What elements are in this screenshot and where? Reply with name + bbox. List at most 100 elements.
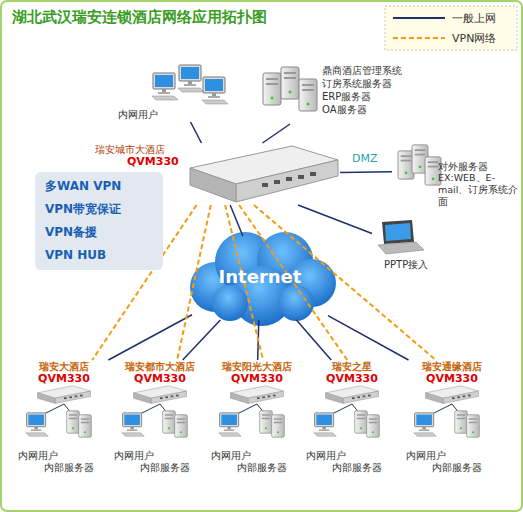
router-port: [262, 183, 268, 187]
router-side: [190, 168, 236, 202]
server-label: 内部服务器: [44, 462, 94, 475]
server-label: 内部服务器: [432, 462, 482, 475]
legend-entry: VPN网络: [452, 31, 496, 46]
server-label: 内部服务器: [140, 462, 190, 475]
feature-box: 多WAN VPNVPN带宽保证VPN备援VPN HUB: [35, 172, 163, 270]
legend-line-dashed: [393, 37, 445, 39]
internet-cloud: [190, 232, 336, 326]
node-title: 多WAN VPN: [45, 180, 121, 193]
network-link: [230, 205, 243, 236]
branch-site: [26, 386, 92, 437]
server-icon: [367, 415, 380, 437]
router-device: 瑞安之星QVM330: [304, 360, 400, 408]
router-icon: [133, 386, 186, 404]
node-text: VPN带宽保证: [45, 203, 121, 216]
device-label: 内网用户: [306, 450, 346, 463]
internet-cloud: Internet: [192, 236, 328, 320]
network-link: [183, 320, 221, 360]
branch-site: [122, 386, 188, 437]
node-text: QVM330: [127, 155, 179, 168]
server-icon: [163, 411, 176, 433]
legend-text: VPN网络: [452, 32, 496, 45]
device-label: 内网用户: [114, 450, 154, 463]
server-group: 鼎商酒店管理系统 订房系统服务器 ERP服务器 OA服务器: [258, 62, 412, 124]
server-icon: [260, 411, 273, 433]
pc-icon: [178, 65, 204, 92]
core-servers: [263, 67, 317, 111]
node-text: QVM330: [304, 372, 400, 385]
network-link: [298, 205, 372, 233]
pc-icon: [219, 413, 242, 436]
server-icon: [272, 415, 285, 437]
network-link: [191, 122, 202, 143]
server-group: 对外服务器EX:WEB、E-mail、订房系统介面: [392, 142, 520, 200]
router-icon: [230, 386, 283, 404]
router-device: 瑞安通缘酒店QVM330: [404, 360, 500, 408]
server-icon: [281, 67, 299, 99]
laptop-base: [378, 242, 424, 254]
vpn-link: [177, 205, 211, 360]
node-title: 瑞安城市大酒店: [95, 143, 165, 156]
router-icon: [37, 386, 90, 404]
server-icon: [398, 151, 414, 179]
server-icon: [467, 415, 480, 437]
core-router: [190, 146, 338, 202]
node-title: 对外服务器: [438, 160, 488, 173]
legend-line-solid: [393, 17, 445, 19]
pc-icon: [414, 413, 437, 436]
server-icon: [355, 411, 368, 433]
server-icon: [79, 415, 92, 437]
network-link: [258, 320, 259, 360]
node-title: 瑞安阳光大酒店: [209, 360, 305, 373]
network-link: [296, 320, 331, 360]
router-icon: [425, 386, 478, 404]
router-device: 瑞安都市大酒店QVM330: [112, 360, 208, 408]
laptop-display: [385, 223, 411, 241]
router-port: [310, 172, 316, 176]
device-label: 内网用户: [18, 450, 58, 463]
branch-site: [414, 386, 480, 437]
server-icon: [67, 411, 80, 433]
laptop: [378, 220, 424, 254]
server-icon: [175, 415, 188, 437]
node-text: EX:WEB、E-mail、订房系统介面: [438, 172, 520, 208]
node-title: 瑞安大酒店: [16, 360, 112, 373]
node-text: VPN备援: [45, 226, 97, 239]
network-link: [262, 124, 290, 143]
router-device: 瑞安阳光大酒店QVM330: [209, 360, 305, 408]
laptop-client: PPTP接入: [372, 218, 432, 272]
top-users-pcs: [152, 65, 228, 104]
node-text: QVM330: [16, 372, 112, 385]
router-icon: [325, 386, 378, 404]
node-title: 瑞安都市大酒店: [112, 360, 208, 373]
router-port: [274, 180, 280, 184]
node-text: QVM330: [112, 372, 208, 385]
server-label: 内部服务器: [237, 462, 287, 475]
laptop-screen: [382, 220, 414, 244]
pc-icon: [314, 413, 337, 436]
server-label: 内部服务器: [332, 462, 382, 475]
pc-icon: [152, 73, 178, 100]
router-port: [298, 175, 304, 179]
server-icon: [263, 73, 281, 105]
branch-site: [314, 386, 380, 437]
node-text: QVM330: [404, 372, 500, 385]
server-icon: [299, 79, 317, 111]
device-label: 内网用户: [211, 450, 251, 463]
user-group: 内网用户: [118, 64, 233, 122]
network-link: [340, 171, 392, 173]
router-device: 瑞安大酒店QVM330: [16, 360, 112, 408]
network-link: [328, 316, 409, 360]
legend-box: [385, 6, 517, 50]
node-title: 瑞安之星: [304, 360, 400, 373]
branch-site: [219, 386, 285, 437]
node-title: Internet: [192, 266, 328, 288]
node-title: PPTP接入: [384, 258, 428, 271]
node-title: 瑞安通缘酒店: [404, 360, 500, 373]
legend-entry: 一般上网: [452, 11, 496, 26]
router-front: [236, 160, 338, 202]
cloud-part: [212, 285, 248, 321]
diagram-title: 湖北武汉瑞安连锁酒店网络应用拓扑图: [12, 8, 267, 27]
